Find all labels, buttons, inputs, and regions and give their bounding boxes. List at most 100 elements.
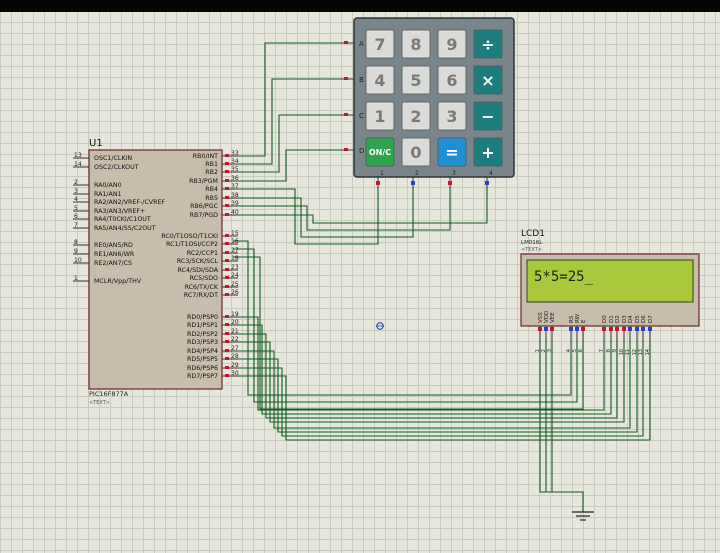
keypad-key-face[interactable] [401,101,431,131]
keypad-key-4[interactable]: 4 [365,65,395,95]
keypad-key-face[interactable] [365,65,395,95]
keypad-key-op-3[interactable]: − [473,101,503,131]
mcu-right-pin-num: 29 [231,362,239,369]
mcu-right-pin-label: RC1/T1OSI/CCP2 [166,241,218,248]
mcu-right-pin-num: 37 [231,183,239,190]
lcd-pin-label: D0 [602,315,608,323]
keypad-col-pin-marker [376,181,380,185]
keypad-col-label: 1 [380,170,384,177]
keypad-key-face[interactable] [365,101,395,131]
wire-col-1 [233,186,379,245]
keypad-key-face[interactable] [437,29,467,59]
lcd-pin-num: 9 [612,349,618,352]
keypad-key-label: − [481,107,494,126]
keypad-key-label: 3 [446,107,457,126]
keypad-key-face[interactable] [473,137,503,167]
keypad-key-label: 4 [374,71,385,90]
lcd-pin-marker [622,327,626,331]
mcu-right-pin-label: RC4/SDI/SDA [178,267,219,274]
mcu-left-pin-num: 2 [74,179,78,186]
keypad-key-op-3[interactable]: × [473,65,503,95]
keypad-key-face[interactable] [473,101,503,131]
lcd-pin-num: 2 [541,349,547,352]
keypad-key-label: + [481,143,494,162]
keypad-key-face[interactable] [437,65,467,95]
lcd-pin-label: D1 [609,315,615,323]
mcu-left-pin-label: RE1/AN6/WR [94,251,135,258]
mcu-right-pin-num: 38 [231,192,239,199]
mcu-right-pin-label: RD7/PSP7 [187,373,218,380]
lcd-pin-label: D2 [615,315,621,323]
keypad-key-7[interactable]: 7 [365,29,395,59]
lcd-pin-label: D6 [641,315,647,323]
lcd-pin-num: 13 [638,349,644,355]
wire-lcd-d3 [233,340,625,423]
mcu-right-pin-label: RD5/PSP5 [187,356,218,363]
keypad-key-face[interactable] [437,137,467,167]
keypad-key-op-3[interactable]: ÷ [473,29,503,59]
keypad-key-3[interactable]: 3 [437,101,467,131]
wire-lcd-d0 [233,316,605,411]
mcu-body[interactable] [88,149,223,390]
keypad-key-face[interactable] [401,65,431,95]
keypad-key-1[interactable]: 1 [365,101,395,131]
lcd-ref-label: LCD1 [521,229,545,239]
wire-lcd-d4 [233,340,631,429]
mcu-text-tag: <TEXT> [89,400,110,406]
mcu-right-pin-label: RB6/PGC [190,203,218,210]
wire-lcd-rw [233,248,578,403]
mcu-right-pin-label: RB2 [205,169,218,176]
lcd-pin-marker [648,327,652,331]
keypad-key-face[interactable] [401,137,431,167]
lcd-component[interactable]: LCD1LM016L<TEXT>5*5=25_VSS1VDD2VEE3RS4RW… [520,229,700,355]
keypad-key-0[interactable]: 0 [401,137,431,167]
keypad-key-2[interactable]: 2 [401,101,431,131]
mcu-right-pin-label: RB0/INT [193,153,218,160]
keypad-key-face[interactable] [365,137,395,167]
mcu-pin-state-marker [225,213,229,216]
keypad-key-8[interactable]: 8 [401,29,431,59]
keypad-key-face[interactable] [473,65,503,95]
keypad-key-eq-2[interactable]: = [437,137,467,167]
lcd-pin-label: RW [575,313,581,323]
window-top-bar [0,0,720,12]
lcd-pin-label: RS [569,315,575,323]
mcu-left-pin-label: RA4/T0CKI/C1OUT [94,216,151,223]
mcu-pin-state-marker [225,154,229,157]
keypad-key-on-0[interactable]: ON/C [365,137,395,167]
lcd-pin-label: D4 [628,315,634,323]
wire-row-B [233,78,341,165]
wire-col-3 [233,186,451,231]
lcd-screen [526,259,694,303]
mcu-left-pin-num: 9 [74,248,78,255]
keypad-key-op-3[interactable]: + [473,137,503,167]
keypad-key-5[interactable]: 5 [401,65,431,95]
keypad-key-face[interactable] [437,101,467,131]
keypad-key-face[interactable] [401,29,431,59]
mcu-right-pin-label: RD1/PSP1 [187,322,218,329]
lcd-pin-marker [575,327,579,331]
keypad-key-face[interactable] [473,29,503,59]
mcu-left-pin-num: 10 [74,257,82,264]
keypad-key-face[interactable] [365,29,395,59]
keypad-key-9[interactable]: 9 [437,29,467,59]
lcd-pin-label: VDD [544,311,550,323]
lcd-pin-label: D7 [648,315,654,323]
mcu-right-pin-num: 21 [231,328,239,335]
keypad-key-6[interactable]: 6 [437,65,467,95]
mcu-right-pin-num: 33 [231,150,239,157]
lcd-pin-num: 1 [535,349,541,352]
mcu-left-pin-num: 14 [74,161,82,168]
mcu-left-pin-label: MCLR/Vpp/THV [94,278,142,285]
lcd-pin-label: VSS [538,312,544,323]
lcd-pin-num: 10 [619,349,625,355]
keypad-key-label: 0 [410,143,421,162]
lcd-pin-label: D3 [622,315,628,323]
mcu-right-pin-num: 15 [231,230,239,237]
mcu-pin-state-marker [225,340,229,343]
keypad-row-pin-marker [344,113,348,116]
